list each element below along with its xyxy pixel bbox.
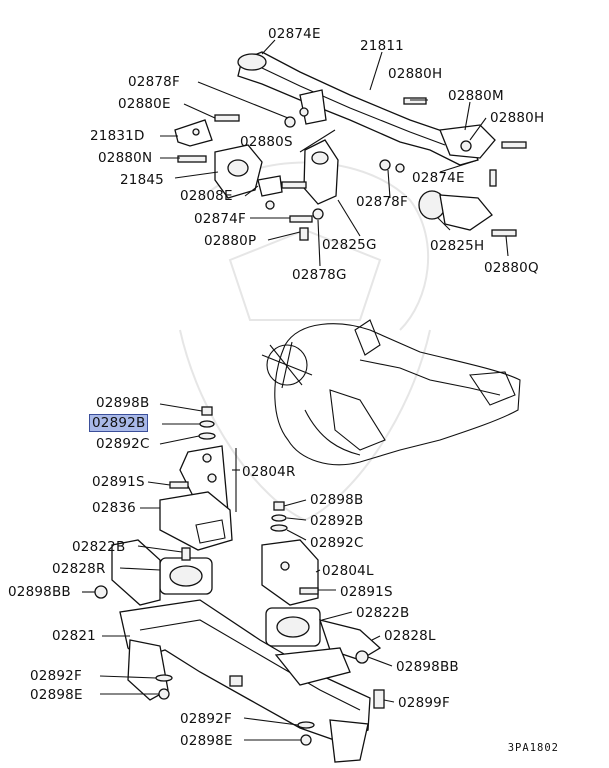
part-label-21811[interactable]: 21811 bbox=[360, 38, 404, 54]
part-label-21831D[interactable]: 21831D bbox=[90, 128, 145, 144]
diagram-code: 3PA1802 bbox=[507, 742, 559, 754]
part-label-02836[interactable]: 02836 bbox=[92, 500, 136, 516]
part-label-21845[interactable]: 21845 bbox=[120, 172, 164, 188]
part-label-02880S[interactable]: 02880S bbox=[240, 134, 293, 150]
part-label-02880N[interactable]: 02880N bbox=[98, 150, 153, 166]
part-label-02874F[interactable]: 02874F bbox=[194, 211, 246, 227]
mount-02825G bbox=[299, 89, 339, 205]
bottom-leader-lines bbox=[82, 403, 395, 741]
part-label-02804L[interactable]: 02804L bbox=[322, 563, 374, 579]
part-label-02880Q[interactable]: 02880Q bbox=[484, 260, 539, 276]
top-fasteners bbox=[177, 97, 527, 241]
part-label-02892B-selected[interactable]: 02892B bbox=[88, 414, 149, 432]
part-label-02880E[interactable]: 02880E bbox=[118, 96, 171, 112]
part-label-02825G[interactable]: 02825G bbox=[322, 237, 377, 253]
part-label-02892B-2[interactable]: 02892B bbox=[310, 513, 364, 529]
right-insulator-02822B bbox=[265, 607, 321, 647]
part-label-02880M[interactable]: 02880M bbox=[448, 88, 504, 104]
part-label-02825H[interactable]: 02825H bbox=[430, 238, 485, 254]
part-label-02892C[interactable]: 02892C bbox=[96, 436, 150, 452]
part-label-02880P[interactable]: 02880P bbox=[204, 233, 257, 249]
part-label-02878F-2[interactable]: 02878F bbox=[356, 194, 408, 210]
part-label-02878G[interactable]: 02878G bbox=[292, 267, 347, 283]
left-mount-cover-02836 bbox=[159, 491, 233, 551]
part-label-02898BB[interactable]: 02898BB bbox=[8, 584, 71, 600]
part-label-02892F[interactable]: 02892F bbox=[30, 668, 82, 684]
left-insulator-bracket-02828R bbox=[111, 539, 161, 606]
mount-02825H bbox=[418, 190, 493, 231]
lower-fasteners bbox=[94, 585, 385, 746]
left-insulator-02822B bbox=[159, 547, 213, 595]
lower-crossmember-02821 bbox=[119, 599, 371, 763]
part-label-02804R[interactable]: 02804R bbox=[242, 464, 296, 480]
part-label-02899F[interactable]: 02899F bbox=[398, 695, 450, 711]
part-label-02828L[interactable]: 02828L bbox=[384, 628, 436, 644]
part-label-02898BB-2[interactable]: 02898BB bbox=[396, 659, 459, 675]
part-label-02898E-2[interactable]: 02898E bbox=[180, 733, 233, 749]
bracket-02808E bbox=[257, 175, 283, 197]
part-label-02898E[interactable]: 02898E bbox=[30, 687, 83, 703]
part-label-02874E-2[interactable]: 02874E bbox=[412, 170, 465, 186]
part-label-02898B[interactable]: 02898B bbox=[96, 395, 150, 411]
left-stud-stack bbox=[169, 406, 216, 489]
part-label-02822B-2[interactable]: 02822B bbox=[356, 605, 410, 621]
part-label-02880H-2[interactable]: 02880H bbox=[490, 110, 545, 126]
part-label-02892C-2[interactable]: 02892C bbox=[310, 535, 364, 551]
bracket-21831D bbox=[174, 119, 213, 147]
part-label-02828R[interactable]: 02828R bbox=[52, 561, 106, 577]
engine-assembly bbox=[261, 319, 521, 466]
part-label-02891S[interactable]: 02891S bbox=[92, 474, 145, 490]
part-label-02822B[interactable]: 02822B bbox=[72, 539, 126, 555]
part-label-02878F[interactable]: 02878F bbox=[128, 74, 180, 90]
bracket-21845 bbox=[214, 144, 263, 199]
right-stud-stack bbox=[270, 501, 319, 595]
part-label-02891S-2[interactable]: 02891S bbox=[340, 584, 393, 600]
part-label-02808E[interactable]: 02808E bbox=[180, 188, 233, 204]
part-label-02892F-2[interactable]: 02892F bbox=[180, 711, 232, 727]
top-leader-lines bbox=[160, 39, 509, 267]
part-label-02874E[interactable]: 02874E bbox=[268, 26, 321, 42]
part-label-02821[interactable]: 02821 bbox=[52, 628, 96, 644]
part-label-02898B-2[interactable]: 02898B bbox=[310, 492, 364, 508]
part-label-02880H[interactable]: 02880H bbox=[388, 66, 443, 82]
